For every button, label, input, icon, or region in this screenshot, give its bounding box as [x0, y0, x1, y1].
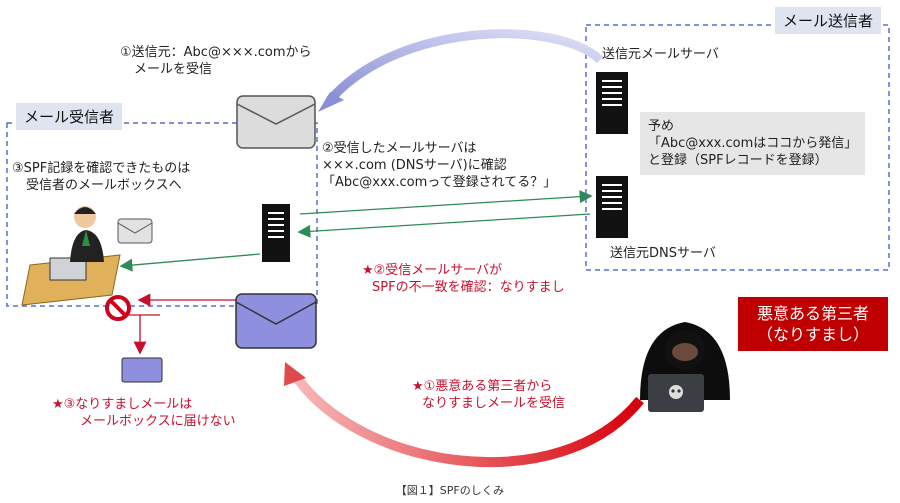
dns-reply-arrow	[297, 213, 591, 238]
sender-box	[585, 24, 890, 271]
sender-dns-server-icon	[596, 176, 628, 238]
receiver-tag: メール受信者	[16, 103, 123, 130]
sender-tag: メール送信者	[775, 7, 882, 34]
spoof-step3-text: ★③なりすましメールは メールボックスに届けない	[52, 397, 236, 429]
mailbox-mail-icon	[117, 218, 153, 244]
spf-registration-note: 予め 「Abc@xxx.comはココから発信」 と登録（SPFレコードを登録）	[640, 112, 866, 175]
office-worker-icon	[21, 206, 121, 306]
rejected-mail-icon	[121, 357, 163, 383]
receiver-mail-server-icon	[236, 95, 316, 149]
spoof-arrow	[290, 372, 644, 467]
sender-mail-server-label: 送信元メールサーバ	[602, 47, 719, 62]
attacker-label: 悪意ある第三者 （なりすまし）	[738, 297, 888, 351]
receiver-server-icon	[262, 204, 290, 262]
step2-text: ②受信したメールサーバは ×××.com (DNSサーバ)に確認 「Abc@xx…	[322, 141, 557, 190]
step1-text: ①送信元：Abc@×××.comから メールを受信	[120, 45, 312, 77]
dns-query-arrow	[299, 190, 593, 215]
step3-text: ③SPF記録を確認できたものは 受信者のメールボックスへ	[12, 161, 191, 193]
spoof-step2-text: ★②受信メールサーバが SPFの不一致を確認：なりすまし	[362, 263, 565, 295]
spoof-mail-icon	[235, 293, 317, 349]
sender-dns-server-label: 送信元DNSサーバ	[610, 246, 716, 261]
deliver-arrow	[119, 253, 261, 272]
receiver-box	[6, 122, 318, 307]
sender-mail-server-icon	[596, 72, 628, 134]
spoof-step1-text: ★①悪意ある第三者から なりすましメールを受信	[412, 379, 566, 411]
no-entry-icon	[105, 295, 131, 321]
attacker-icon	[640, 322, 730, 412]
step1-arrow	[326, 29, 604, 103]
figure-caption: 【図１】SPFのしくみ	[395, 484, 505, 497]
